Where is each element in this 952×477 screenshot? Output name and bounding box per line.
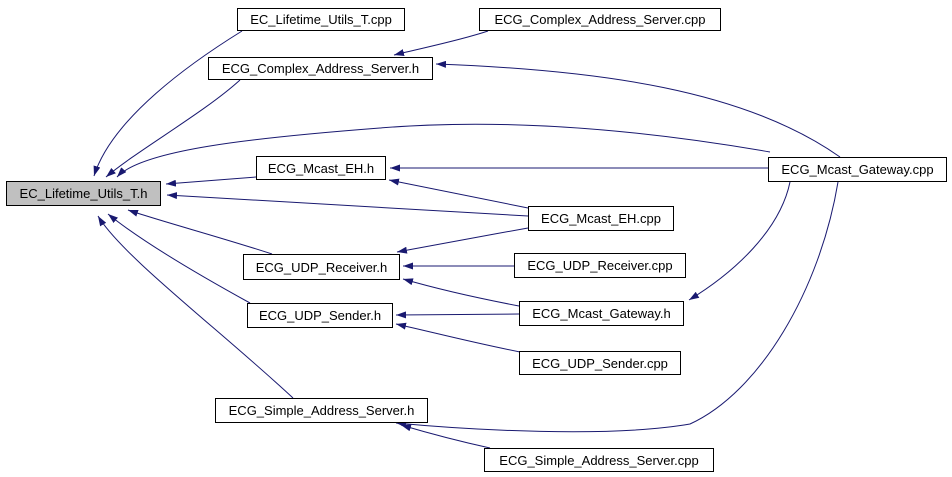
edge-9 — [393, 30, 489, 56]
node-ecg-mcast-gateway-h[interactable]: ECG_Mcast_Gateway.h — [519, 301, 684, 326]
edge-1 — [93, 30, 243, 177]
edge-7 — [107, 213, 251, 304]
edge-4 — [165, 176, 257, 187]
node-ecg-udp-receiver-cpp[interactable]: ECG_UDP_Receiver.cpp — [514, 253, 686, 278]
edge-16 — [395, 311, 520, 319]
node-ecg-complex-address-server-cpp[interactable]: ECG_Complex_Address_Server.cpp — [479, 8, 721, 31]
edge-8 — [97, 215, 294, 399]
edge-3 — [116, 123, 771, 178]
node-ecg-mcast-eh-cpp[interactable]: ECG_Mcast_EH.cpp — [528, 206, 674, 231]
edge-15 — [402, 278, 520, 307]
node-ecg-udp-receiver-h[interactable]: ECG_UDP_Receiver.h — [243, 254, 400, 280]
edge-20 — [395, 181, 839, 433]
edge-13 — [396, 227, 529, 254]
edge-2 — [105, 79, 241, 178]
node-ecg-simple-address-server-h[interactable]: ECG_Simple_Address_Server.h — [215, 398, 428, 423]
edge-5 — [166, 192, 529, 217]
edge-12 — [388, 178, 529, 209]
edge-18 — [688, 181, 791, 301]
node-ecg-mcast-gateway-cpp[interactable]: ECG_Mcast_Gateway.cpp — [768, 157, 947, 182]
node-ecg-udp-sender-cpp[interactable]: ECG_UDP_Sender.cpp — [519, 351, 681, 375]
edge-6 — [127, 209, 273, 255]
edge-19 — [400, 424, 491, 449]
node-ec-lifetime-utils-t-h: EC_Lifetime_Utils_T.h — [6, 181, 161, 206]
node-ec-lifetime-utils-t-cpp[interactable]: EC_Lifetime_Utils_T.cpp — [237, 8, 405, 31]
edge-17 — [395, 322, 521, 353]
edge-group — [93, 30, 841, 449]
node-ecg-complex-address-server-h[interactable]: ECG_Complex_Address_Server.h — [208, 57, 433, 80]
edge-10 — [435, 60, 841, 158]
node-ecg-udp-sender-h[interactable]: ECG_UDP_Sender.h — [247, 303, 393, 328]
node-ecg-mcast-eh-h[interactable]: ECG_Mcast_EH.h — [256, 156, 386, 180]
node-ecg-simple-address-server-cpp[interactable]: ECG_Simple_Address_Server.cpp — [484, 448, 714, 472]
